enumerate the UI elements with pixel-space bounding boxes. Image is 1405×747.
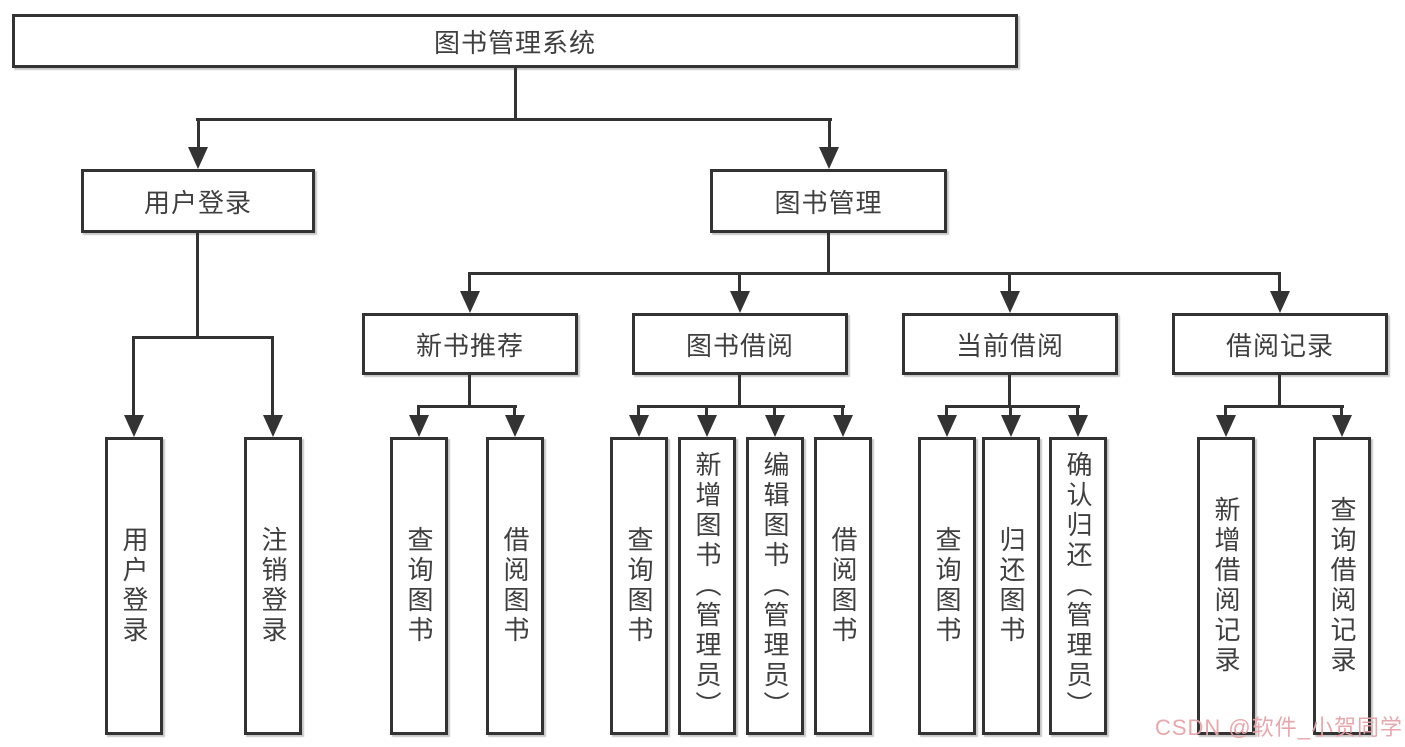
connector-current-trunk: [1008, 375, 1011, 408]
leaf-edit-book-admin: 编辑图书（管理员）: [746, 437, 804, 735]
connector-root-trunk: [514, 68, 517, 121]
arrow-down-icon: [505, 415, 525, 437]
connector-newbook-rail: [417, 405, 517, 408]
arrow-down-icon: [697, 415, 717, 437]
arrow-down-icon: [629, 415, 649, 437]
node-book-management-label: 图书管理: [774, 187, 883, 218]
arrow-down-icon: [188, 147, 208, 169]
connector-stem-leaf: [637, 405, 640, 417]
connector-stem-leaf: [841, 405, 844, 417]
leaf-add-book-admin: 新增图书（管理员）: [678, 437, 736, 735]
watermark: CSDN @软件_小贺同学: [1154, 715, 1403, 740]
connector-stem-leaf: [1340, 405, 1343, 417]
node-book-management: 图书管理: [710, 169, 947, 233]
connector-stem-leaf: [705, 405, 708, 417]
leaf-borrow-books-borrow: 借阅图书: [814, 437, 872, 735]
arrow-down-icon: [1270, 291, 1290, 313]
arrow-down-icon: [263, 415, 283, 437]
leaf-query-books-newbook: 查询图书: [390, 437, 448, 735]
connector-borrow-trunk: [738, 375, 741, 408]
connector-stem-l3: [468, 272, 471, 293]
leaf-logout-label: 注销登录: [258, 526, 288, 646]
leaf-user-login-label: 用户登录: [119, 526, 149, 646]
leaf-edit-book-admin-label: 编辑图书（管理员）: [760, 451, 790, 721]
connector-stem-leaf: [132, 336, 135, 417]
arrow-down-icon: [765, 415, 785, 437]
arrow-down-icon: [124, 415, 144, 437]
leaf-query-books-current: 查询图书: [918, 437, 976, 735]
arrow-down-icon: [833, 415, 853, 437]
connector-level2-rail: [196, 118, 832, 121]
node-new-book-recommendation: 新书推荐: [362, 313, 578, 375]
connector-stem-l3: [1278, 272, 1281, 293]
connector-book-trunk: [827, 233, 830, 274]
leaf-query-books-label: 查询图书: [624, 526, 654, 646]
connector-user-trunk: [196, 233, 199, 338]
node-record-label: 借阅记录: [1225, 330, 1334, 361]
connector-stem-leaf: [1224, 405, 1227, 417]
leaf-confirm-return-admin: 确认归还（管理员）: [1049, 437, 1107, 735]
leaf-query-borrow-record: 查询借阅记录: [1313, 437, 1371, 735]
node-user-login: 用户登录: [81, 169, 315, 233]
node-current-borrowing: 当前借阅: [902, 313, 1118, 375]
leaf-add-borrow-record: 新增借阅记录: [1197, 437, 1255, 735]
connector-stem-leaf: [1076, 405, 1079, 417]
connector-newbook-trunk: [468, 375, 471, 408]
connector-stem-leaf: [271, 336, 274, 417]
arrow-down-icon: [937, 415, 957, 437]
leaf-return-books-label: 归还图书: [996, 526, 1026, 646]
leaf-borrow-books-newbook: 借阅图书: [486, 437, 544, 735]
leaf-query-borrow-record-label: 查询借阅记录: [1327, 496, 1357, 676]
leaf-query-books-borrow: 查询图书: [610, 437, 668, 735]
node-book-borrowing: 图书借阅: [632, 313, 848, 375]
node-borrowing-records: 借阅记录: [1172, 313, 1388, 375]
node-current-label: 当前借阅: [955, 330, 1064, 361]
leaf-borrow-books-label: 借阅图书: [828, 526, 858, 646]
connector-stem-leaf: [417, 405, 420, 417]
node-borrow-label: 图书借阅: [685, 330, 794, 361]
connector-stem-leaf: [945, 405, 948, 417]
leaf-return-books: 归还图书: [982, 437, 1040, 735]
leaf-user-login: 用户登录: [105, 437, 163, 735]
connector-current-rail: [945, 405, 1080, 408]
leaf-add-borrow-record-label: 新增借阅记录: [1211, 496, 1241, 676]
arrow-down-icon: [1332, 415, 1352, 437]
connector-borrow-rail: [637, 405, 845, 408]
connector-stem-leaf: [513, 405, 516, 417]
node-root: 图书管理系统: [12, 14, 1018, 68]
node-new-book-label: 新书推荐: [415, 330, 524, 361]
connector-user-rail: [132, 336, 274, 339]
connector-stem-book: [828, 118, 831, 150]
arrow-down-icon: [730, 291, 750, 313]
connector-stem-l3: [1008, 272, 1011, 293]
arrow-down-icon: [1001, 415, 1021, 437]
leaf-logout: 注销登录: [244, 437, 302, 735]
leaf-query-books-label: 查询图书: [932, 526, 962, 646]
node-user-login-label: 用户登录: [143, 187, 252, 218]
leaf-confirm-return-admin-label: 确认归还（管理员）: [1063, 451, 1093, 721]
connector-level3-rail: [468, 272, 1281, 275]
arrow-down-icon: [819, 147, 839, 169]
leaf-query-books-label: 查询图书: [404, 526, 434, 646]
arrow-down-icon: [460, 291, 480, 313]
connector-stem-leaf: [1009, 405, 1012, 417]
arrow-down-icon: [1068, 415, 1088, 437]
connector-record-rail: [1224, 405, 1344, 408]
leaf-borrow-books-label: 借阅图书: [500, 526, 530, 646]
connector-stem-l3: [738, 272, 741, 293]
connector-stem-leaf: [773, 405, 776, 417]
node-root-label: 图书管理系统: [433, 27, 596, 58]
arrow-down-icon: [409, 415, 429, 437]
arrow-down-icon: [1216, 415, 1236, 437]
connector-stem-user: [197, 118, 200, 150]
arrow-down-icon: [1000, 291, 1020, 313]
leaf-add-book-admin-label: 新增图书（管理员）: [692, 451, 722, 721]
connector-record-trunk: [1278, 375, 1281, 408]
